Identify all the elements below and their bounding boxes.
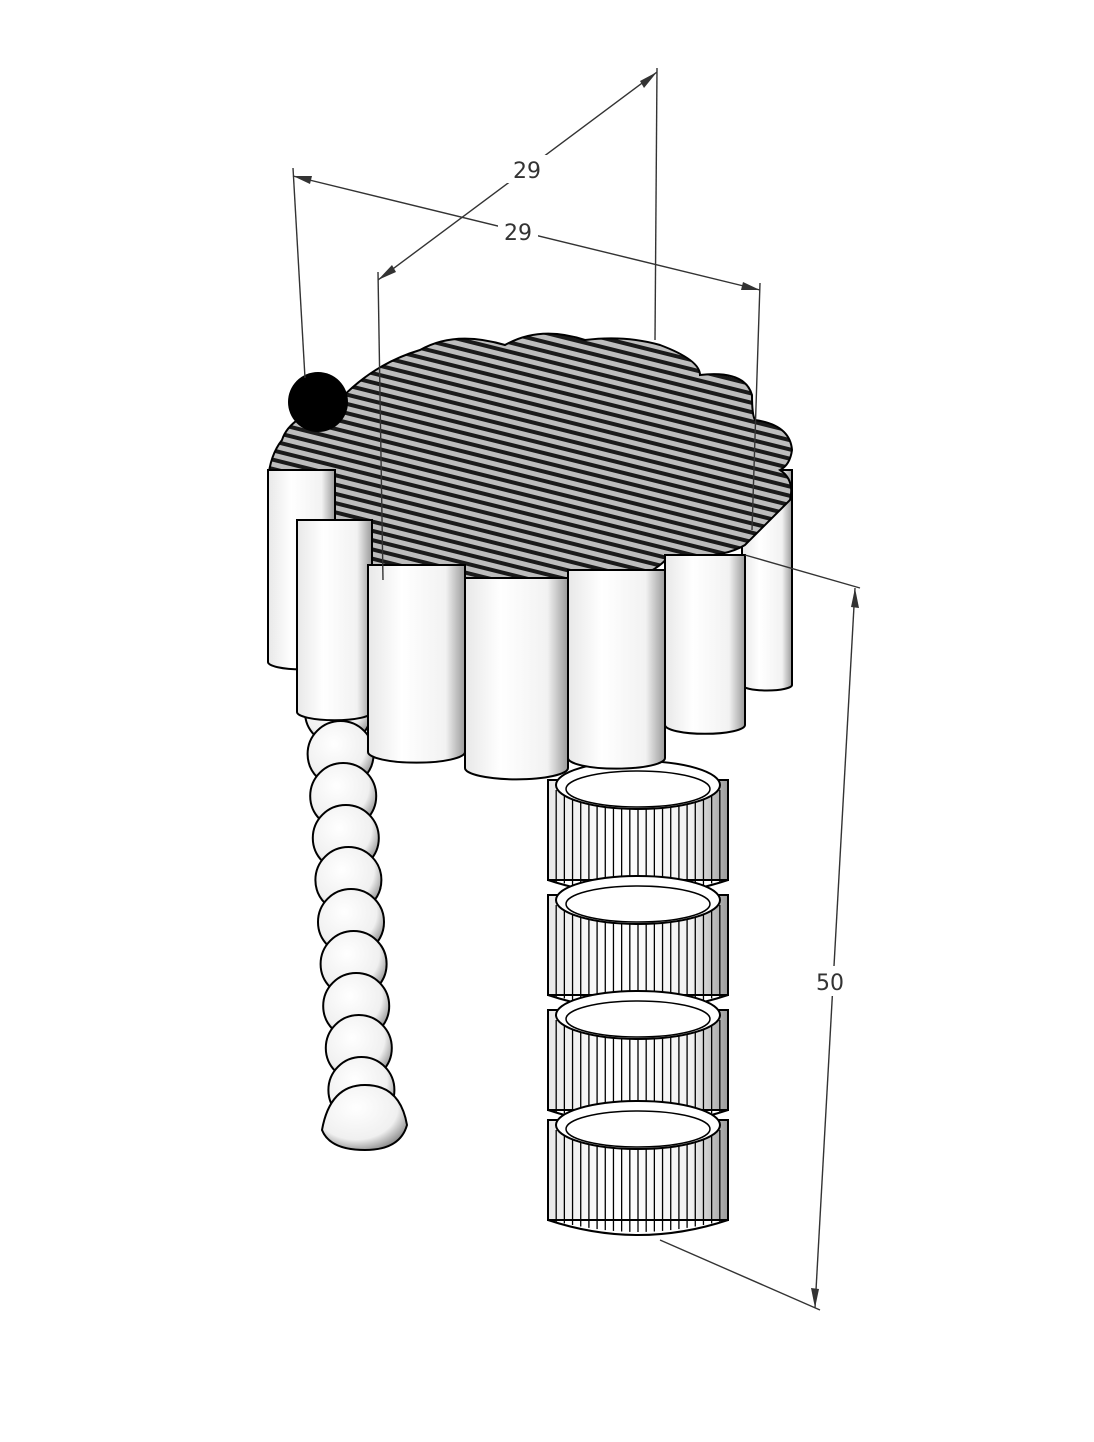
rim-cylinder bbox=[296, 519, 373, 722]
gear-segment bbox=[547, 1100, 729, 1236]
depth-dimension-label: 29 bbox=[513, 159, 541, 184]
dimension-height: 50 bbox=[659, 554, 861, 1311]
chain-end-cap bbox=[320, 1083, 409, 1152]
origin-marker-dot[interactable] bbox=[288, 372, 348, 432]
gear-segment bbox=[547, 875, 729, 1011]
height-dimension-label: 50 bbox=[816, 971, 844, 996]
sphere-chain bbox=[304, 678, 409, 1152]
rim-cylinder bbox=[367, 564, 466, 764]
rim-cylinder bbox=[567, 569, 666, 770]
dimension-width: 29 bbox=[292, 167, 761, 531]
rim-cylinder bbox=[464, 577, 569, 781]
gear-segment bbox=[547, 990, 729, 1126]
gear-segment bbox=[547, 760, 729, 896]
width-dimension-label: 29 bbox=[504, 221, 532, 246]
rim-cylinder bbox=[664, 554, 746, 735]
gear-column bbox=[547, 760, 729, 1236]
dimension-depth: 29 bbox=[377, 67, 658, 581]
front-cylinders bbox=[267, 469, 746, 781]
